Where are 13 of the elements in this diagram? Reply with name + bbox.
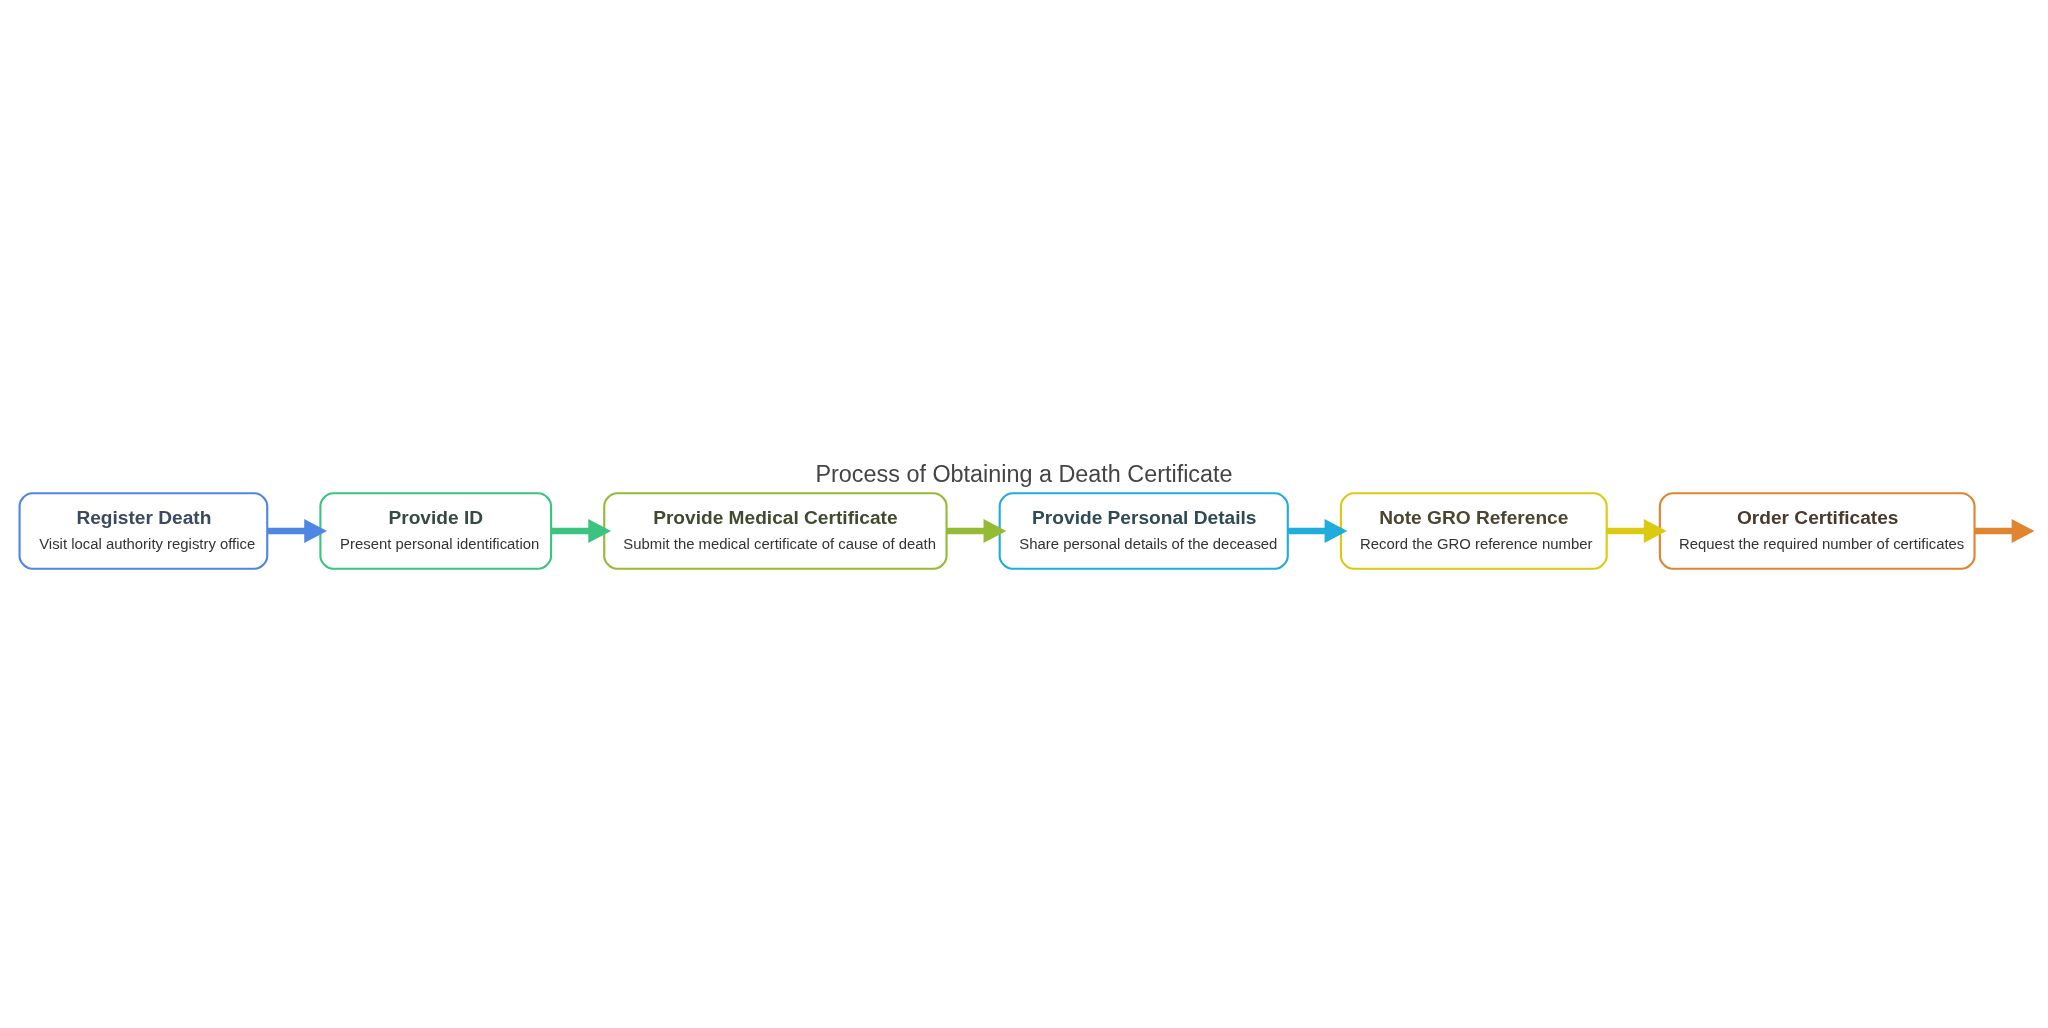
arrow (1288, 519, 1348, 543)
node-box: Order Certificates Request the required number of certificates (1658, 492, 1976, 570)
node-box: Note GRO Reference Record the GRO reference number (1339, 492, 1608, 570)
arrow (946, 519, 1007, 543)
arrow (267, 519, 328, 543)
node-box: Provide Medical Certificate Submit the medical certificate of cause of death (603, 492, 948, 570)
arrow (1606, 519, 1667, 543)
node-box: Register Death Visit local authority registry office (18, 492, 269, 570)
arrow (551, 519, 612, 543)
diagram-title: Process of Obtaining a Death Certificate (815, 461, 1233, 488)
node-box: Provide ID Present personal identification (319, 492, 553, 570)
arrow (1974, 519, 2035, 543)
node-box: Provide Personal Details Share personal details of the deceased (998, 492, 1289, 570)
